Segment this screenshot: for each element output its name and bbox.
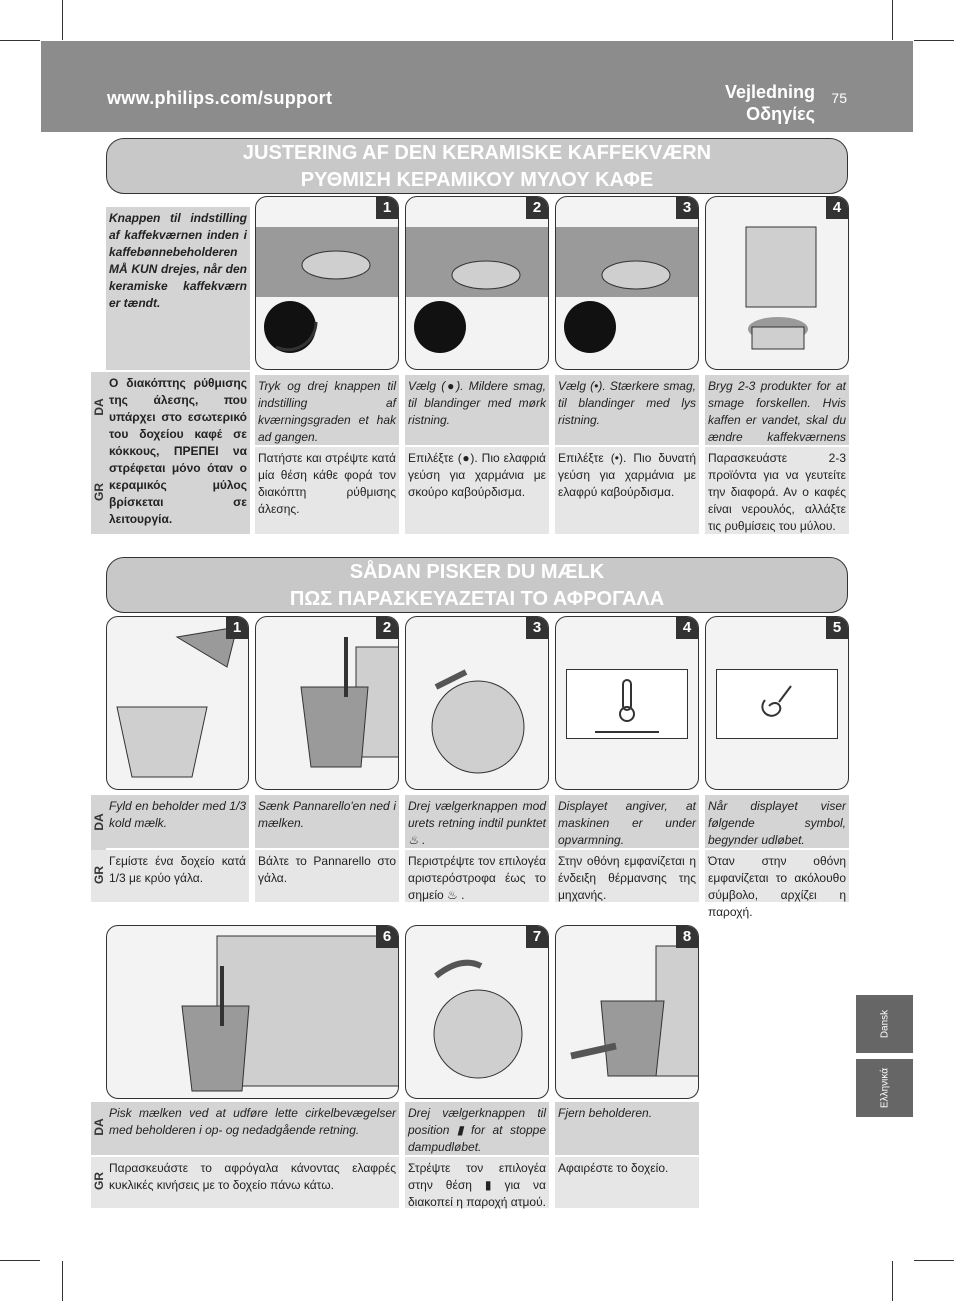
label-gr: GR: [92, 866, 106, 884]
milk-step-2-da: Sænk Pannarello'en ned i mælken.: [255, 795, 399, 848]
coffee-cup-illustration: [745, 226, 817, 350]
grinder-step-1-gr: Πατήστε και στρέψτε κατά μία θέση κάθε φ…: [255, 447, 399, 534]
milk-step-5-gr: Όταν στην οθόνη εμφανίζεται το ακόλουθο …: [705, 850, 849, 919]
grinder-step-4-da: Bryg 2-3 produkter for at smage forskell…: [705, 375, 849, 461]
label-da: DA: [92, 398, 106, 416]
grinder-step-3-image: 3: [555, 196, 699, 370]
milk-step-4-image: 4: [555, 616, 699, 790]
milk-step-2-gr: Βάλτε το Pannarello στο γάλα.: [255, 850, 399, 902]
pannarello-illustration: [300, 637, 398, 768]
label-gr: GR: [92, 1172, 106, 1190]
header-title: Vejledning Οδηγίες: [724, 82, 815, 124]
milk-step-4-gr: Στην οθόνη εμφανίζεται η ένδειξη θέρμανσ…: [555, 850, 699, 902]
page-number: 75: [831, 90, 847, 106]
selector-knob-illustration: [433, 959, 523, 1079]
tab-dansk[interactable]: Dansk: [856, 995, 913, 1053]
page-header: www.philips.com/support Vejledning Οδηγί…: [41, 41, 913, 132]
grinder-step-1-da: Tryk og drej knappen til indstilling af …: [255, 375, 399, 445]
milk-step-3-da: Drej vælgerknappen mod urets retning ind…: [405, 795, 549, 848]
selector-knob-illustration: [431, 669, 525, 774]
grinder-warning-da: Knappen til indstilling af kaffekværnen …: [106, 207, 250, 370]
section-milk-title: SÅDAN PISKER DU MÆLK ΠΩΣ ΠΑΡΑΣΚΕΥΑΖΕΤΑΙ …: [106, 557, 848, 613]
grinder-knob-illustration: [556, 227, 698, 353]
grinder-step-4-gr: Παρασκευάστε 2-3 προϊόντα για να γευτείτ…: [705, 447, 849, 534]
steam-icon: [761, 685, 792, 717]
milk-step-2-image: 2: [255, 616, 399, 790]
milk-step-7-gr: Στρέψτε τον επιλογέα στην θέση ▮ για να …: [405, 1157, 549, 1209]
milk-step-4-da: Displayet angiver, at maskinen er under …: [555, 795, 699, 848]
heating-display: [566, 669, 688, 739]
milk-step-7-image: 7: [405, 925, 549, 1099]
milk-step-1-gr: Γεμίστε ένα δοχείο κατά 1/3 με κρύο γάλα…: [106, 850, 249, 902]
milk-step-8-da: Fjern beholderen.: [555, 1102, 699, 1155]
milk-step-6-image: 6: [106, 925, 399, 1099]
remove-jug-illustration: [570, 945, 698, 1077]
grinder-step-2-da: Vælg (●). Mildere smag, til blandinger m…: [405, 375, 549, 445]
grinder-step-1-image: 1: [255, 196, 399, 370]
support-url[interactable]: www.philips.com/support: [107, 88, 333, 108]
milk-step-1-da: Fyld en beholder med 1/3 kold mælk.: [106, 795, 249, 848]
tab-greek[interactable]: Ελληνικά: [856, 1059, 913, 1117]
grinder-step-3-da: Vælg (•). Stærkere smag, til blandinger …: [555, 375, 699, 445]
label-gr: GR: [92, 483, 106, 501]
milk-step-3-image: 3: [405, 616, 549, 790]
grinder-step-2-image: 2: [405, 196, 549, 370]
section-grinder-title: JUSTERING AF DEN KERAMISKE KAFFEKVÆRN ΡΥ…: [106, 138, 848, 194]
thermometer-icon: [595, 679, 659, 733]
milk-step-5-da: Når displayet viser følgende symbol, beg…: [705, 795, 849, 848]
milk-step-8-gr: Αφαιρέστε το δοχείο.: [555, 1157, 699, 1208]
milk-step-5-image: 5: [705, 616, 849, 790]
grinder-step-3-gr: Επιλέξτε (•). Πιο δυνατή γεύση για χαρμά…: [555, 447, 699, 534]
grinder-step-2-gr: Επιλέξτε (●). Πιο ελαφριά γεύση για χαρμ…: [405, 447, 549, 534]
milk-step-8-image: 8: [555, 925, 699, 1099]
grinder-step-4-image: 4: [705, 196, 849, 370]
label-da: DA: [92, 813, 106, 831]
frothing-illustration: [181, 935, 398, 1092]
steam-display: [716, 669, 838, 739]
milk-jug-illustration: [116, 626, 238, 778]
milk-step-1-image: 1: [106, 616, 249, 790]
label-da: DA: [92, 1118, 106, 1136]
milk-step-3-gr: Περιστρέψτε τον επιλογέα αριστερόστροφα …: [405, 850, 549, 902]
milk-step-7-da: Drej vælgerknappen til position ▮ for at…: [405, 1102, 549, 1155]
grinder-knob-illustration: [256, 227, 398, 353]
milk-step-6-gr: Παρασκευάστε το αφρόγαλα κάνοντας ελαφρέ…: [106, 1157, 399, 1208]
grinder-warning-gr: Ο διακόπτης ρύθμισης της άλεσης, που υπά…: [106, 372, 250, 534]
grinder-knob-illustration: [406, 227, 548, 353]
milk-step-6-da: Pisk mælken ved at udføre lette cirkelbe…: [106, 1102, 399, 1155]
